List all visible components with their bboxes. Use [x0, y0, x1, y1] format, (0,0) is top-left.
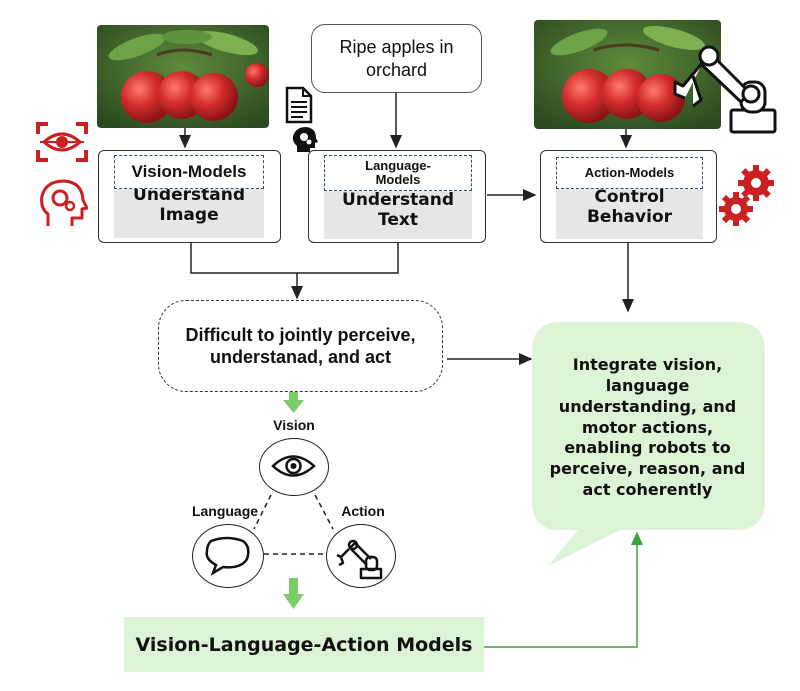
- integrate-bubble: [532, 322, 765, 566]
- vision-model-box: Understand Image Vision-Models: [98, 150, 281, 243]
- vision-circle: [259, 438, 329, 496]
- action-circle: [326, 524, 396, 588]
- vision-model-label: Vision-Models: [114, 155, 264, 189]
- green-arrow-head-1: [283, 400, 304, 413]
- gears-icon: [718, 163, 778, 228]
- triad-line-vision-language: [253, 494, 272, 530]
- speech-bubble-icon: [205, 536, 250, 576]
- head-gear-icon: [292, 126, 318, 154]
- action-model-box: Control Behavior Action-Models: [540, 150, 717, 243]
- apple-photo-left: [97, 25, 269, 128]
- head-gears-icon: [38, 178, 89, 230]
- language-label: Language: [191, 503, 259, 519]
- robot-arm-icon: [671, 36, 783, 136]
- language-model-box: Understand Text Language-Models: [308, 150, 486, 243]
- eye-icon: [271, 455, 316, 477]
- prompt-text: Ripe apples in orchard: [339, 37, 454, 80]
- difficult-box: Difficult to jointly perceive, understan…: [158, 300, 443, 392]
- integrate-text: Integrate vision, language understanding…: [549, 355, 746, 499]
- apple-image-2: [534, 20, 721, 129]
- action-label: Action: [341, 503, 385, 519]
- robot-arm-small-icon: [336, 539, 383, 580]
- vla-title-box: Vision-Language-Action Models: [124, 617, 484, 672]
- apple-image: [97, 25, 269, 128]
- eye-scan-icon: [36, 122, 88, 162]
- green-feedback-line: [484, 531, 643, 648]
- document-icon: [285, 86, 313, 124]
- merge-line: [190, 243, 399, 274]
- vla-title: Vision-Language-Action Models: [135, 633, 473, 656]
- vision-label: Vision: [273, 417, 315, 433]
- difficult-text: Difficult to jointly perceive, understan…: [185, 324, 416, 368]
- triad-line-vision-action: [314, 494, 334, 530]
- language-model-label: Language-Models: [324, 155, 472, 191]
- green-arrow-shaft-1: [289, 390, 298, 400]
- language-circle: [192, 524, 264, 588]
- green-arrow-shaft-2: [289, 578, 298, 594]
- green-arrow-head-2: [283, 594, 304, 609]
- prompt-box: Ripe apples in orchard: [311, 24, 482, 93]
- action-model-label: Action-Models: [556, 157, 703, 189]
- apple-photo-right: [534, 20, 721, 129]
